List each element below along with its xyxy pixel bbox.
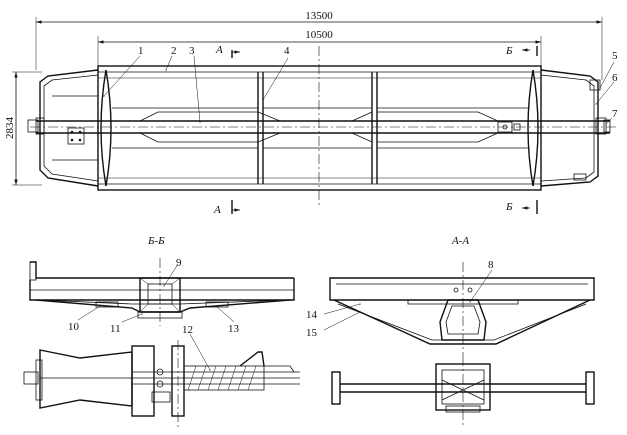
callout-15: 15 xyxy=(306,327,318,339)
hatch-pattern xyxy=(187,365,257,391)
callout-11: 11 xyxy=(110,323,121,335)
lug-plate xyxy=(67,127,85,145)
section-aa-view xyxy=(329,262,595,356)
callouts-main: 1 2 3 4 5 6 7 xyxy=(103,45,618,125)
callout-6: 6 xyxy=(612,72,618,84)
section-mark-b-top: Б xyxy=(505,45,513,57)
section-marks: А А Б Б xyxy=(213,44,538,216)
section-mark-a-top: А xyxy=(215,44,223,56)
callout-7: 7 xyxy=(612,108,618,120)
cross-member-plan-view xyxy=(331,356,595,428)
callouts-aa: 8 14 15 xyxy=(306,259,494,339)
callout-3: 3 xyxy=(189,45,195,57)
overall-length-value: 13500 xyxy=(305,10,333,22)
height-value: 2834 xyxy=(4,117,16,140)
section-title-bb: Б-Б xyxy=(147,235,165,247)
callouts-bb: 9 10 11 13 xyxy=(68,257,240,335)
frame-plan-view xyxy=(27,46,616,205)
section-title-aa: А-А xyxy=(451,235,469,247)
callout-14: 14 xyxy=(306,309,318,321)
callout-10: 10 xyxy=(68,321,80,333)
callout-5: 5 xyxy=(612,50,618,62)
callout-13: 13 xyxy=(228,323,240,335)
callout-12: 12 xyxy=(182,324,193,336)
callout-4: 4 xyxy=(284,45,290,57)
section-mark-b-bottom: Б xyxy=(505,201,513,213)
end-plan-view xyxy=(23,340,300,428)
dimension-overall-length: 13500 xyxy=(35,10,603,80)
dimension-height: 2834 xyxy=(4,71,42,186)
callouts-end: 12 xyxy=(182,324,211,371)
callout-9: 9 xyxy=(176,257,182,269)
dimension-inner-length: 10500 xyxy=(97,29,542,70)
section-bb-view xyxy=(29,258,295,326)
callout-2: 2 xyxy=(171,45,177,57)
callout-8: 8 xyxy=(488,259,494,271)
callout-1: 1 xyxy=(138,45,144,57)
inner-length-value: 10500 xyxy=(305,29,333,41)
section-mark-a-bottom: А xyxy=(213,204,221,216)
